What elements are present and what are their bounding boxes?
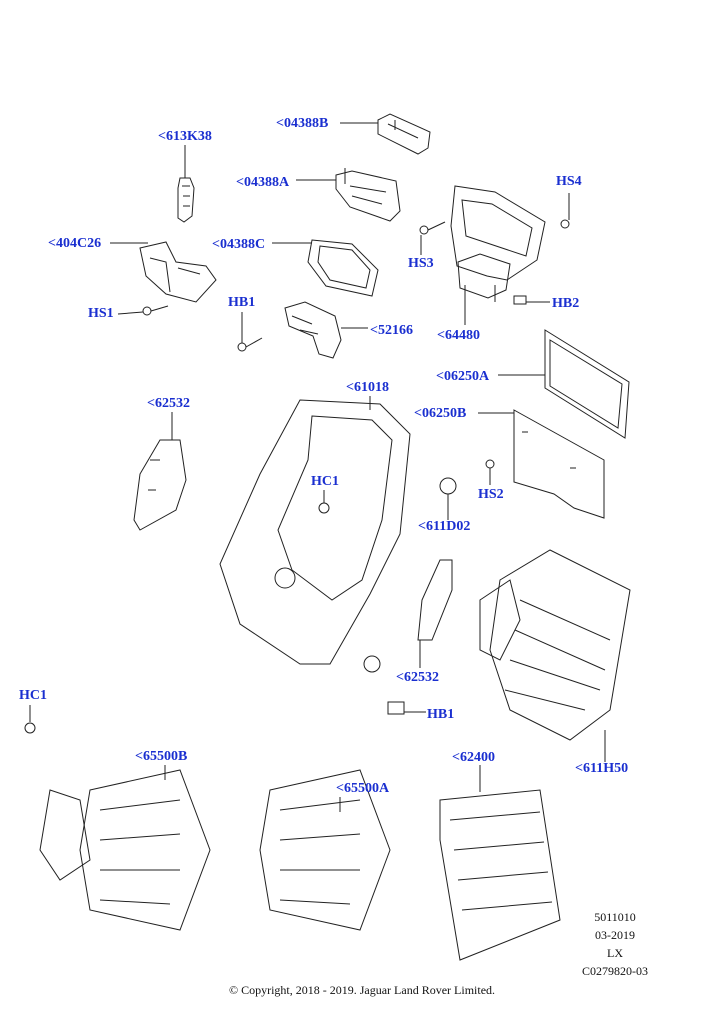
part-HC1-left <box>24 705 36 734</box>
callout-HB2: HB2 <box>552 296 580 311</box>
part-61018 <box>219 396 411 673</box>
callout-HS3: HS3 <box>408 256 434 271</box>
callout-06250B: <06250B <box>414 406 467 421</box>
part-611H50 <box>479 549 631 762</box>
copyright-notice: © Copyright, 2018 - 2019. Jaguar Land Ro… <box>228 983 496 997</box>
part-HS2 <box>485 459 495 485</box>
part-HC1-mid <box>318 490 330 514</box>
part-62400 <box>439 765 561 961</box>
part-404C26 <box>110 241 217 303</box>
callout-HC1-mid: HC1 <box>311 474 339 489</box>
callout-64480: <64480 <box>437 328 480 343</box>
callout-HC1-left: HC1 <box>19 688 47 703</box>
part-HS4 <box>560 193 570 229</box>
part-65500A <box>259 769 391 931</box>
part-62532-left <box>133 412 187 531</box>
part-04388B <box>340 113 431 155</box>
part-HS1 <box>117 305 169 316</box>
callout-HS1: HS1 <box>88 306 114 321</box>
callout-HS4: HS4 <box>556 174 582 189</box>
part-52166 <box>284 301 368 359</box>
part-65500B <box>39 765 211 931</box>
part-HB1-bottom <box>387 701 426 715</box>
callout-52166: <52166 <box>370 323 413 338</box>
callout-HB1-bottom: HB1 <box>427 707 455 722</box>
diagram-date: 03-2019 <box>595 928 635 942</box>
part-06250B <box>478 409 605 519</box>
diagram-reference: C0279820-03 <box>582 964 648 978</box>
callout-62532-left: <62532 <box>147 396 190 411</box>
part-611D02 <box>439 477 457 520</box>
part-62532-right <box>417 559 453 668</box>
callout-HB1-top: HB1 <box>228 295 256 310</box>
part-613K38 <box>177 145 195 223</box>
callout-613K38: <613K38 <box>158 129 212 144</box>
callout-61018: <61018 <box>346 380 389 395</box>
callout-04388C: <04388C <box>212 237 266 252</box>
callout-62532-right: <62532 <box>396 670 439 685</box>
part-HB2 <box>513 295 550 305</box>
part-04388A <box>296 168 401 222</box>
part-HB1-top <box>237 312 263 352</box>
diagram-model: LX <box>607 946 623 960</box>
callout-404C26: <404C26 <box>48 236 102 251</box>
callout-HS2: HS2 <box>478 487 504 502</box>
callout-04388B: <04388B <box>276 116 329 131</box>
callout-65500B: <65500B <box>135 749 188 764</box>
callout-611D02: <611D02 <box>418 519 471 534</box>
callout-04388A: <04388A <box>236 175 290 190</box>
part-HS3 <box>419 221 446 255</box>
callout-06250A: <06250A <box>436 369 490 384</box>
part-06250A <box>498 329 630 439</box>
diagram-code: 5011010 <box>594 910 636 924</box>
callout-65500A: <65500A <box>336 781 390 796</box>
part-04388C <box>272 239 379 297</box>
callout-611H50: <611H50 <box>575 761 629 776</box>
part-64480 <box>450 185 546 325</box>
callout-62400: <62400 <box>452 750 495 765</box>
